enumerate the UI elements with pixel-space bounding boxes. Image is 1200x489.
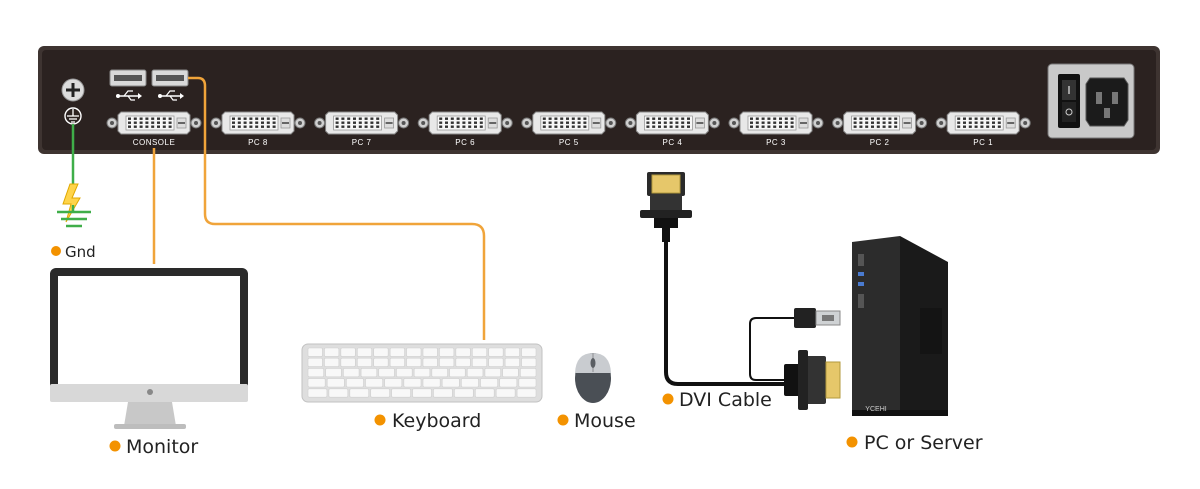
pc-port-label: PC 8	[248, 138, 268, 147]
pc-port-label: PC 4	[663, 138, 683, 147]
pc-port-label: PC 6	[455, 138, 475, 147]
dvi-cable-illustration	[640, 172, 841, 410]
pc-port-label: PC 2	[870, 138, 890, 147]
dvi-port-console[interactable]	[106, 111, 202, 135]
keyboard-label: Keyboard	[392, 410, 481, 432]
console-label: CONSOLE	[133, 138, 176, 147]
usb-symbol-icon	[158, 90, 184, 101]
usb-keyboard-cable	[188, 76, 486, 340]
dvi-port-pc8[interactable]	[210, 111, 306, 135]
dvi-port-pc2[interactable]	[832, 111, 928, 135]
dvi-port-pc6[interactable]	[417, 111, 513, 135]
pc-port-label: PC 1	[973, 138, 993, 147]
pc-server-label: PC or Server	[864, 432, 983, 454]
usb-port-keyboard[interactable]	[109, 69, 147, 87]
bullet-icon	[51, 246, 61, 256]
bullet-icon	[557, 414, 569, 426]
bullet-icon	[662, 393, 674, 405]
ground-symbol-icon	[57, 183, 91, 228]
bullet-icon	[109, 440, 121, 452]
pc-port-label: PC 7	[352, 138, 372, 147]
dvi-port-pc7[interactable]	[314, 111, 410, 135]
bullet-icon	[374, 414, 386, 426]
bullet-icon	[846, 436, 858, 448]
usb-port-mouse[interactable]	[151, 69, 189, 87]
gnd-label: Gnd	[65, 243, 96, 261]
keyboard-illustration	[301, 343, 543, 403]
monitor-label: Monitor	[126, 436, 198, 458]
pc-tower-illustration: YCEHI	[852, 236, 948, 416]
mouse-label: Mouse	[574, 410, 636, 432]
dvi-port-pc3[interactable]	[728, 111, 824, 135]
power-inlet-socket[interactable]	[1085, 77, 1129, 127]
dvi-port-row: PC 8 PC 7 PC 6 PC 5 PC 4 PC 3 PC 2 PC 1	[106, 111, 1031, 147]
usb-symbol-icon	[116, 90, 142, 101]
pc-brand-label: YCEHI	[865, 406, 886, 413]
ground-screw	[61, 78, 85, 102]
dvi-port-pc5[interactable]	[521, 111, 617, 135]
dvi-cable-label: DVI Cable	[679, 389, 772, 411]
monitor-illustration	[50, 268, 248, 429]
dvi-port-pc4[interactable]	[624, 111, 720, 135]
pc-port-label: PC 5	[559, 138, 579, 147]
dvi-port-pc1[interactable]	[935, 111, 1031, 135]
earth-symbol-icon	[64, 107, 82, 125]
pc-port-label: PC 3	[766, 138, 786, 147]
mouse-illustration	[575, 353, 611, 403]
